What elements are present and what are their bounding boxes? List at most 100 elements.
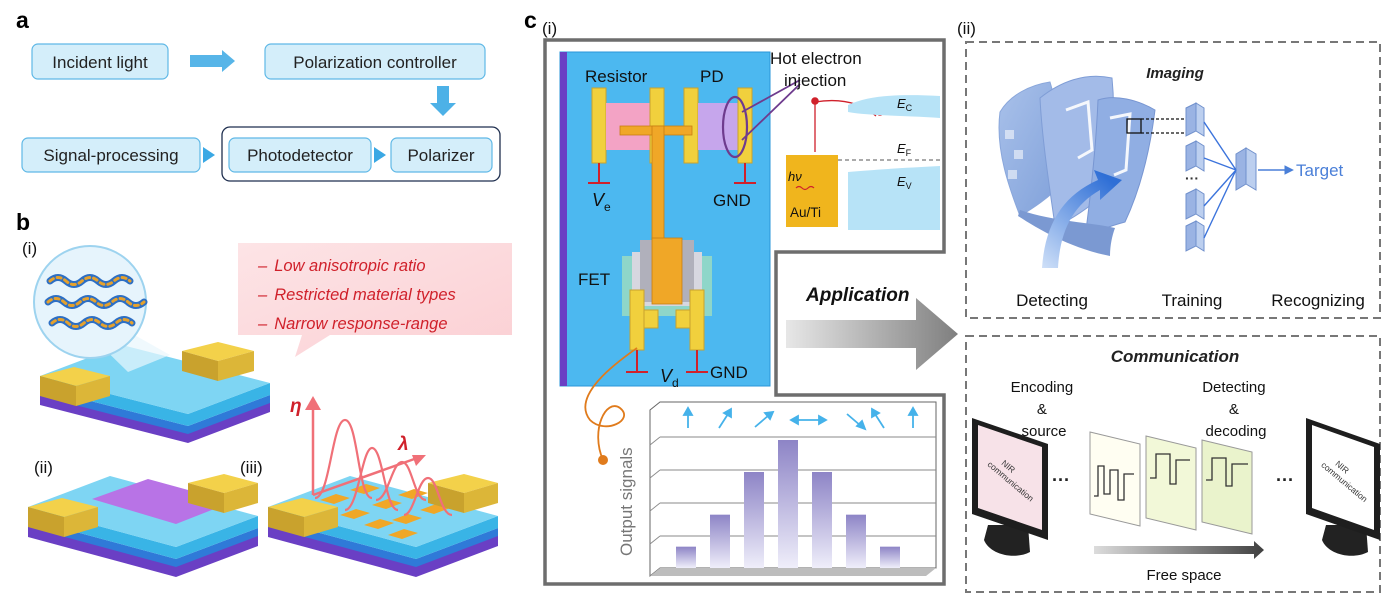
- panel-a: a Incident light Polarization controller…: [16, 7, 501, 182]
- hot-electron-label: Hot electron injection: [770, 49, 866, 90]
- output-signals-label: Output signals: [617, 447, 636, 556]
- resistor-label: Resistor: [585, 67, 648, 86]
- issues-callout: [238, 243, 512, 357]
- issue-1: –Low anisotropic ratio: [257, 257, 426, 275]
- chart-bars: [676, 440, 900, 568]
- comm-ellipsis-left: ···: [1052, 470, 1070, 490]
- metal-block: [786, 155, 838, 227]
- arrow-right-icon: [190, 50, 235, 72]
- detector-wings: [998, 75, 1186, 268]
- pd-component: [683, 87, 753, 164]
- arrow-left-icon: [374, 147, 386, 163]
- polarizer-box: [390, 137, 493, 173]
- arrow-diagonal-icon: [754, 410, 775, 428]
- arrow-horizontal-icon: [789, 414, 828, 426]
- device-iii: η λ: [268, 396, 498, 577]
- target-label: Target: [1296, 161, 1344, 180]
- communication-box: [965, 335, 1381, 593]
- ground-symbol-gnd-bottom: [686, 350, 708, 373]
- signal-frames: [1089, 431, 1253, 535]
- arrow-diagonal-icon: [871, 407, 885, 429]
- encoding-label: Encoding & source: [1011, 379, 1078, 440]
- panel-b-sub-iii: (iii): [240, 458, 263, 477]
- imaging-box: [965, 41, 1381, 319]
- panel-c-label: c: [524, 7, 537, 33]
- fet-component: [622, 237, 712, 351]
- lambda-symbol: λ: [397, 434, 409, 455]
- training-label: Training: [1162, 291, 1223, 310]
- ground-symbol-ve: [588, 163, 610, 184]
- pd-label: PD: [700, 67, 724, 86]
- gnd-top-label: GND: [713, 191, 751, 210]
- polarizer-detector-group: [221, 126, 501, 182]
- vd-label: Vd: [660, 366, 679, 390]
- signal-processing-label: Signal-processing: [43, 146, 178, 165]
- panel-b-sub-ii: (ii): [34, 458, 53, 477]
- ef-label: EF: [897, 141, 912, 158]
- arrow-up-icon: [907, 406, 919, 428]
- panel-c: c (i) Resistor PD Ve: [524, 7, 1381, 593]
- application-label: Application: [805, 285, 909, 306]
- ground-symbol-vd: [626, 350, 648, 373]
- free-space-arrow: [1094, 541, 1264, 559]
- signal-bar: [676, 546, 696, 568]
- panel-b: b (i) –Low anisotropic ratio –Restricted…: [16, 209, 512, 577]
- output-signal-chart: Output signals: [617, 401, 937, 578]
- ground-symbol-gnd-top: [734, 163, 756, 184]
- signal-bar: [846, 514, 866, 568]
- hv-label: hν: [788, 169, 802, 184]
- polarization-arrows: [682, 406, 919, 431]
- signal-bar: [710, 514, 730, 568]
- incident-light-box: [31, 43, 169, 80]
- free-space-label: Free space: [1146, 567, 1221, 584]
- arrow-left-icon: [203, 147, 215, 163]
- eta-symbol: η: [290, 396, 302, 417]
- chip-edge: [560, 52, 567, 386]
- signal-bar: [744, 472, 764, 568]
- issue-2: –Restricted material types: [257, 286, 456, 304]
- imaging-title: Imaging: [1146, 65, 1204, 82]
- application-arrow: [786, 298, 958, 370]
- ec-label: EC: [897, 96, 913, 113]
- metal-label: Au/Ti: [790, 205, 821, 220]
- panel-b-label: b: [16, 209, 30, 235]
- panel-c-sub-ii: (ii): [957, 19, 976, 38]
- photodetector-box: [228, 137, 372, 173]
- panel-c-i-frame: [543, 38, 946, 586]
- panel-b-sub-i: (i): [22, 239, 37, 258]
- signal-bar: [880, 546, 900, 568]
- training-network: ···: [1185, 102, 1294, 252]
- band-diagram: Au/Ti hν EC EF EV: [786, 95, 940, 230]
- arrow-diagonal-icon: [846, 413, 867, 431]
- signal-bar: [812, 472, 832, 568]
- issue-3: –Narrow response-range: [257, 315, 448, 333]
- detecting-label: Detecting: [1016, 291, 1088, 310]
- panel-a-label: a: [16, 7, 29, 33]
- zoom-selection-rect: [1126, 118, 1142, 134]
- output-signal-wire: [584, 347, 638, 461]
- polarization-controller-box: [264, 43, 486, 80]
- arrow-down-icon: [430, 86, 456, 116]
- crystal-layers: [44, 274, 148, 330]
- photodetector-label: Photodetector: [247, 146, 353, 165]
- recognizing-label: Recognizing: [1271, 291, 1365, 310]
- comm-ellipsis-right: ···: [1276, 470, 1294, 490]
- training-ellipsis: ···: [1185, 170, 1199, 186]
- arrow-up-icon: [682, 406, 694, 428]
- panel-c-sub-i: (i): [542, 19, 557, 38]
- detecting-decoding-label: Detecting & decoding: [1202, 379, 1270, 440]
- detecting-curved-arrow: [1042, 170, 1122, 268]
- communication-title: Communication: [1111, 347, 1239, 366]
- signal-bar: [778, 440, 798, 568]
- fet-label: FET: [578, 270, 610, 289]
- source-monitor: NIR communication: [972, 418, 1048, 556]
- pd-highlight-ellipse: [721, 95, 749, 159]
- arrow-diagonal-icon: [718, 407, 732, 429]
- polarizer-label: Polarizer: [407, 146, 474, 165]
- gnd-bottom-label: GND: [710, 363, 748, 382]
- device-i: [33, 245, 270, 443]
- receiver-monitor: NIR communication: [1306, 418, 1380, 556]
- signal-processing-box: [21, 137, 201, 173]
- ev-label: EV: [897, 174, 912, 191]
